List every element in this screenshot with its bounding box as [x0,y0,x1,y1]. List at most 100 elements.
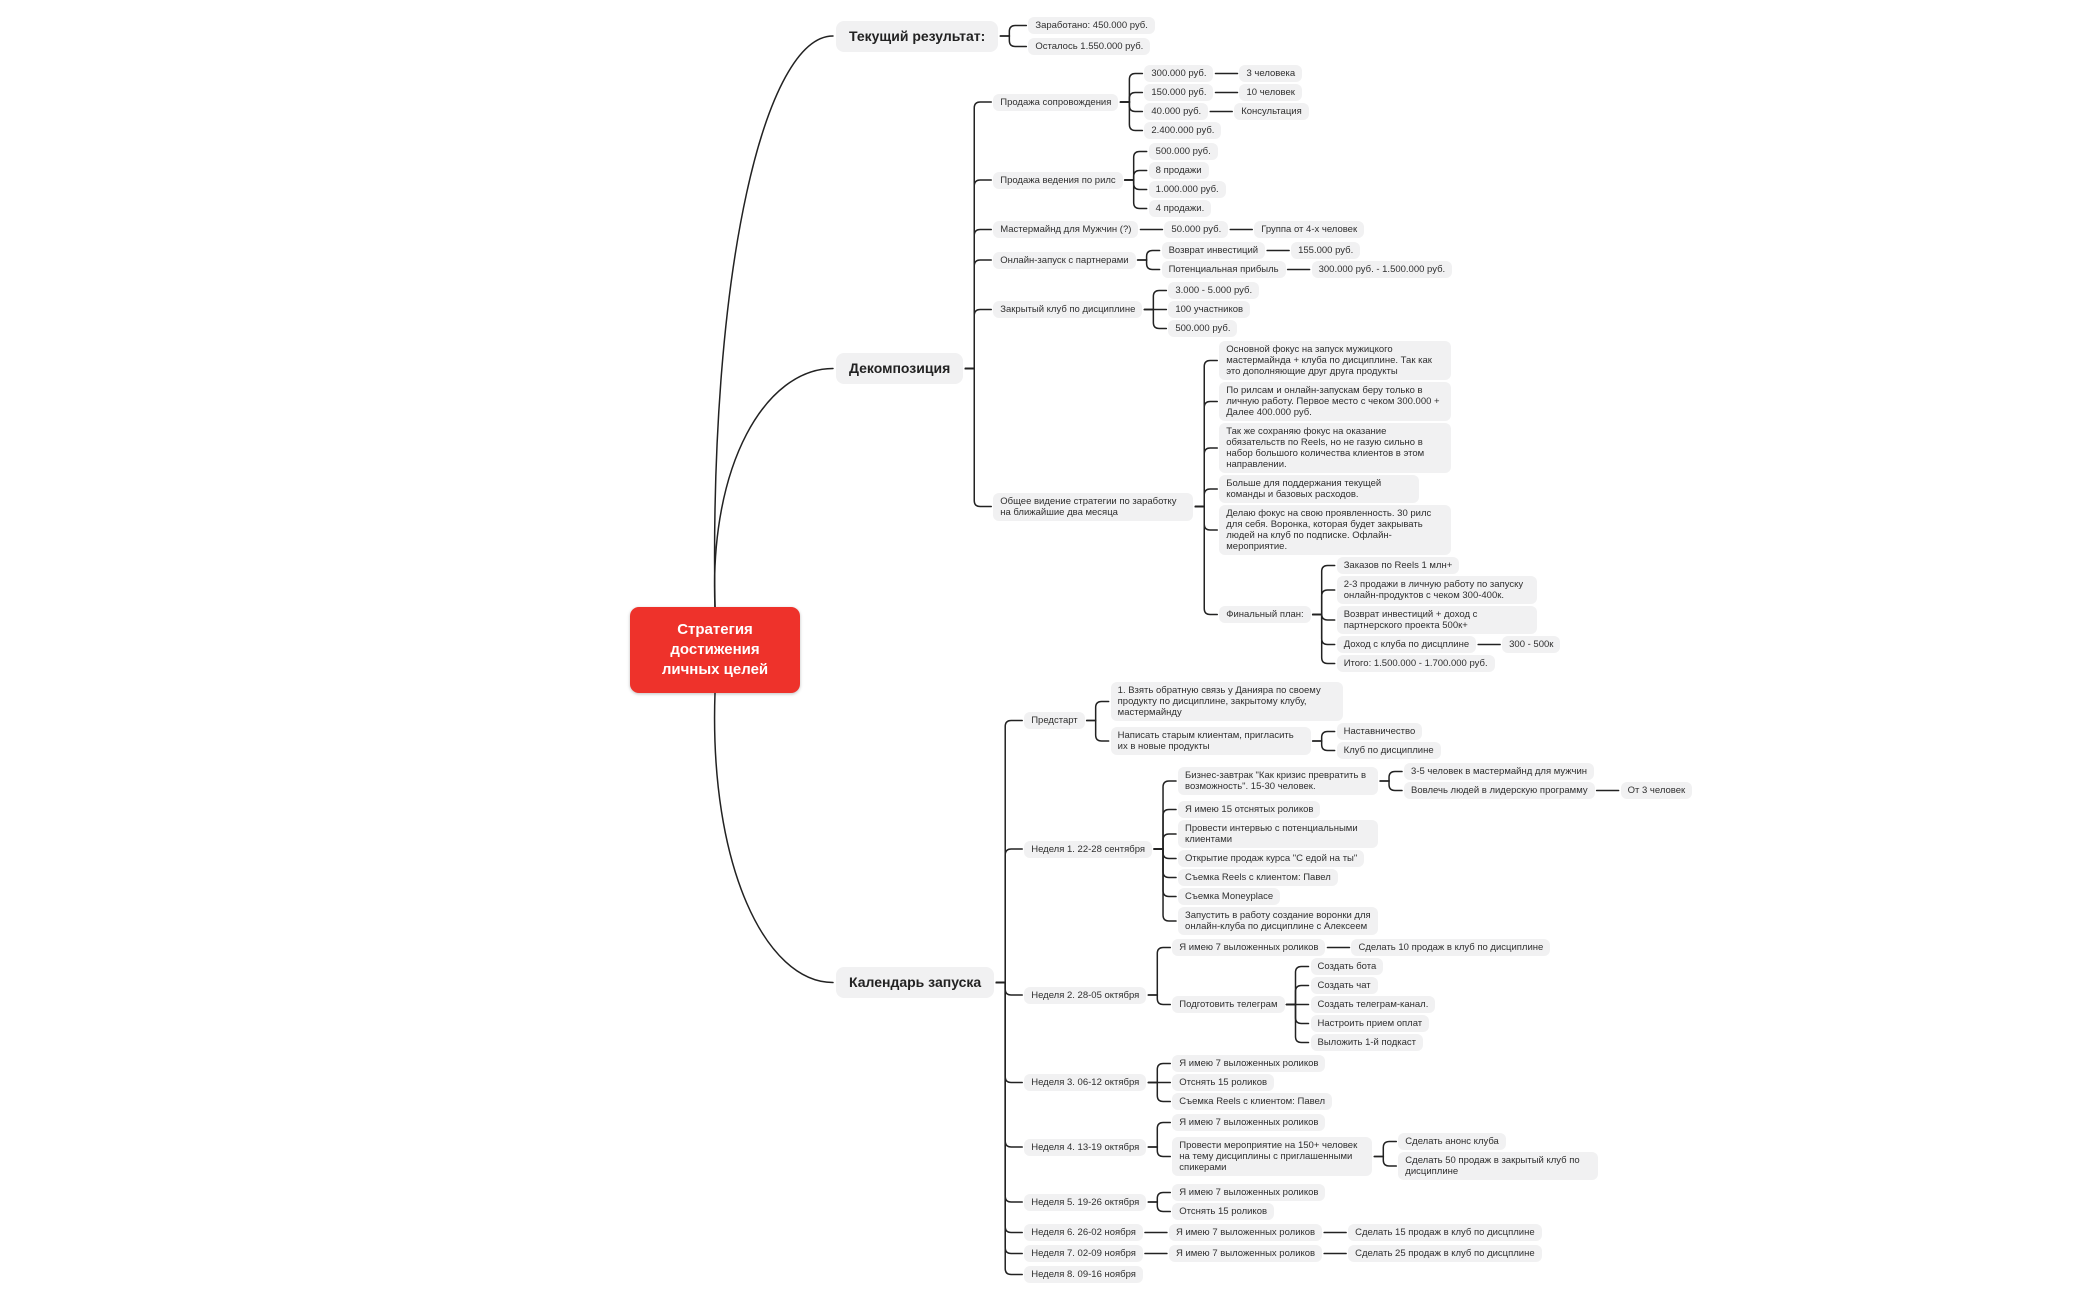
mindmap-row: Провести интервью с потенциальными клиен… [1178,820,1692,848]
subtopic[interactable]: Предстарт [1024,712,1085,729]
subtopic[interactable]: Продажа ведения по рилс [993,171,1123,189]
subtopic[interactable]: Неделя 8. 09-16 ноября [1024,1266,1143,1283]
subtopic[interactable]: По рилсам и онлайн-запускам беру только … [1219,382,1452,421]
subtopic[interactable]: Заработано: 450.000 руб. [1028,17,1155,34]
subtopic[interactable]: 500.000 руб. [1168,320,1238,337]
subtopic[interactable]: Отснять 15 роликов [1172,1203,1275,1220]
subtopic[interactable]: Провести мероприятие на 150+ человек на … [1172,1137,1373,1176]
subtopic[interactable]: 3 человека [1239,65,1303,82]
subtopic[interactable]: 150.000 руб. [1144,84,1214,101]
subtopic[interactable]: 1.000.000 руб. [1148,181,1226,198]
subtopic[interactable]: Продажа сопровождения [993,93,1119,111]
subtopic[interactable]: Создать чат [1310,977,1378,994]
subtopic[interactable]: Наставничество [1336,723,1423,740]
subtopic[interactable]: Сделать 50 продаж в закрытый клуб по дис… [1398,1152,1599,1180]
subtopic[interactable]: Делаю фокус на свою проявленность. 30 ри… [1219,505,1452,555]
mindmap-row: Неделя 2. 28-05 октября Я имею 7 выложенн… [1024,939,1692,1051]
subtopic[interactable]: 8 продажи [1148,162,1209,179]
subtopic[interactable]: 500.000 руб. [1148,143,1218,160]
subtopic[interactable]: 100 участников [1168,301,1251,318]
subtopic[interactable]: Отснять 15 роликов [1172,1074,1275,1091]
subtopic[interactable]: 1. Взять обратную связь у Данияра по сво… [1110,682,1343,721]
subtopic[interactable]: Сделать 25 продаж в клуб по дисцплине [1348,1245,1542,1262]
subtopic[interactable]: Съемка Reels с клиентом: Павел [1172,1093,1333,1110]
subtopic[interactable]: Сделать 15 продаж в клуб по дисцплине [1348,1224,1542,1241]
subtopic[interactable]: Неделя 2. 28-05 октября [1024,986,1147,1004]
subtopic[interactable]: 155.000 руб. [1291,242,1361,259]
connector-line [1147,994,1172,1006]
subtopic[interactable]: Вовлечь людей в лидерскую программу [1404,782,1595,799]
subtopic[interactable]: Группа от 4-х человек [1254,221,1365,238]
subtopic[interactable]: Неделя 6. 26-02 ноября [1024,1224,1143,1241]
subtopic[interactable]: Основной фокус на запуск мужицкого масте… [1219,341,1452,380]
subtopic[interactable]: Сделать анонс клуба [1398,1133,1506,1150]
subtopic[interactable]: Подготовить телеграм [1172,996,1285,1013]
subtopic[interactable]: Провести интервью с потенциальными клиен… [1178,820,1379,848]
subtopic[interactable]: Неделя 4. 13-19 октября [1024,1138,1147,1156]
mindmap-row: Я имею 7 выложенных роликов Сделать 25 пр… [1168,1245,1542,1262]
subtopic[interactable]: 2.400.000 руб. [1144,122,1222,139]
subtopic[interactable]: Я имею 7 выложенных роликов [1172,1114,1326,1131]
main-topic[interactable]: Текущий результат: [836,20,999,52]
subtopic[interactable]: Так же сохраняю фокус на оказание обязат… [1219,423,1452,473]
subtopic[interactable]: Сделать 10 продаж в клуб по дисциплине [1351,939,1551,956]
root-topic[interactable]: Стратегия достижения личных целей [630,607,800,693]
subtopic[interactable]: Неделя 3. 06-12 октября [1024,1074,1147,1091]
subtopic[interactable]: От 3 человек [1620,782,1693,799]
subtopic[interactable]: Создать бота [1310,958,1384,975]
subtopic[interactable]: Закрытый клуб по дисциплине [993,301,1143,318]
subtopic[interactable]: Выложить 1-й подкаст [1310,1034,1423,1051]
subtopic[interactable]: Возврат инвестиций + доход с партнерског… [1336,606,1537,634]
subtopic[interactable]: 300 - 500к [1502,636,1561,653]
subtopic[interactable]: Доход с клуба по дисцплине [1336,636,1477,653]
subtopic[interactable]: Неделя 5. 19-26 октября [1024,1193,1147,1211]
subtopic[interactable]: Возврат инвестиций [1161,242,1266,259]
mindmap-row: Создать бота [1310,958,1436,975]
mindmap-row: Я имею 7 выложенных роликов [1172,1055,1332,1072]
children-group: Сделать 15 продаж в клуб по дисцплине [1348,1224,1542,1241]
subtopic[interactable]: Итого: 1.500.000 - 1.700.000 руб. [1336,655,1495,672]
subtopic[interactable]: 3-5 человек в мастермайнд для мужчин [1404,763,1594,780]
subtopic[interactable]: Я имею 7 выложенных роликов [1168,1245,1323,1262]
mindmap-row: 4 продажи. [1148,200,1226,217]
subtopic[interactable]: Осталось 1.550.000 руб. [1028,38,1151,55]
subtopic[interactable]: Я имею 7 выложенных роликов [1172,1055,1326,1072]
subtopic[interactable]: Мастермайнд для Мужчин (?) [993,221,1139,238]
subtopic[interactable]: Клуб по дисциплине [1336,742,1441,759]
connector-line [713,35,834,608]
subtopic[interactable]: Общее видение стратегии по заработку на … [993,492,1194,521]
subtopic[interactable]: Бизнес-завтрак "Как кризис превратить в … [1178,767,1379,795]
subtopic[interactable]: Онлайн-запуск с партнерами [993,251,1136,269]
subtopic[interactable]: 4 продажи. [1148,200,1212,217]
subtopic[interactable]: 300.000 руб. - 1.500.000 руб. [1311,261,1453,278]
mindmap-row: Заказов по Reels 1 млн+ [1336,557,1561,574]
subtopic[interactable]: 40.000 руб. [1144,103,1209,120]
subtopic[interactable]: Я имею 7 выложенных роликов [1172,1184,1326,1201]
subtopic[interactable]: 2-3 продажи в личную работу по запуску о… [1336,576,1537,604]
subtopic[interactable]: Настроить прием оплат [1310,1015,1430,1032]
subtopic[interactable]: Заказов по Reels 1 млн+ [1336,557,1460,574]
subtopic[interactable]: Больше для поддержания текущей команды и… [1219,475,1420,503]
subtopic[interactable]: Запустить в работу создание воронки для … [1178,907,1379,935]
main-topic[interactable]: Календарь запуска [836,967,995,998]
subtopic[interactable]: Съемка Moneyplace [1178,888,1281,905]
subtopic[interactable]: Написать старым клиентам, пригласить их … [1110,727,1311,755]
subtopic[interactable]: Консультация [1234,103,1309,120]
subtopic[interactable]: Неделя 1. 22-28 сентября [1024,840,1153,858]
subtopic[interactable]: 300.000 руб. [1144,65,1214,82]
subtopic[interactable]: Я имею 15 отснятых роликов [1178,801,1321,818]
subtopic[interactable]: Съемка Reels с клиентом: Павел [1178,869,1338,886]
mindmap-row: Клуб по дисциплине [1336,742,1441,759]
subtopic[interactable]: Создать телеграм-канал. [1310,996,1436,1013]
subtopic[interactable]: Я имею 7 выложенных роликов [1168,1224,1323,1241]
subtopic[interactable]: Открытие продаж курса "С едой на ты" [1178,850,1365,867]
subtopic[interactable]: Потенциальная прибыль [1161,261,1286,278]
subtopic[interactable]: Неделя 7. 02-09 ноября [1024,1245,1143,1262]
subtopic[interactable]: 50.000 руб. [1164,221,1229,238]
subtopic[interactable]: Я имею 7 выложенных роликов [1172,939,1326,956]
subtopic[interactable]: 3.000 - 5.000 руб. [1168,282,1260,299]
mindmap-row: Финальный план: Заказов по Reels 1 млн+ 2-… [1219,557,1561,672]
subtopic[interactable]: Финальный план: [1219,606,1311,623]
main-topic[interactable]: Декомпозиция [836,353,964,384]
subtopic[interactable]: 10 человек [1239,84,1302,101]
